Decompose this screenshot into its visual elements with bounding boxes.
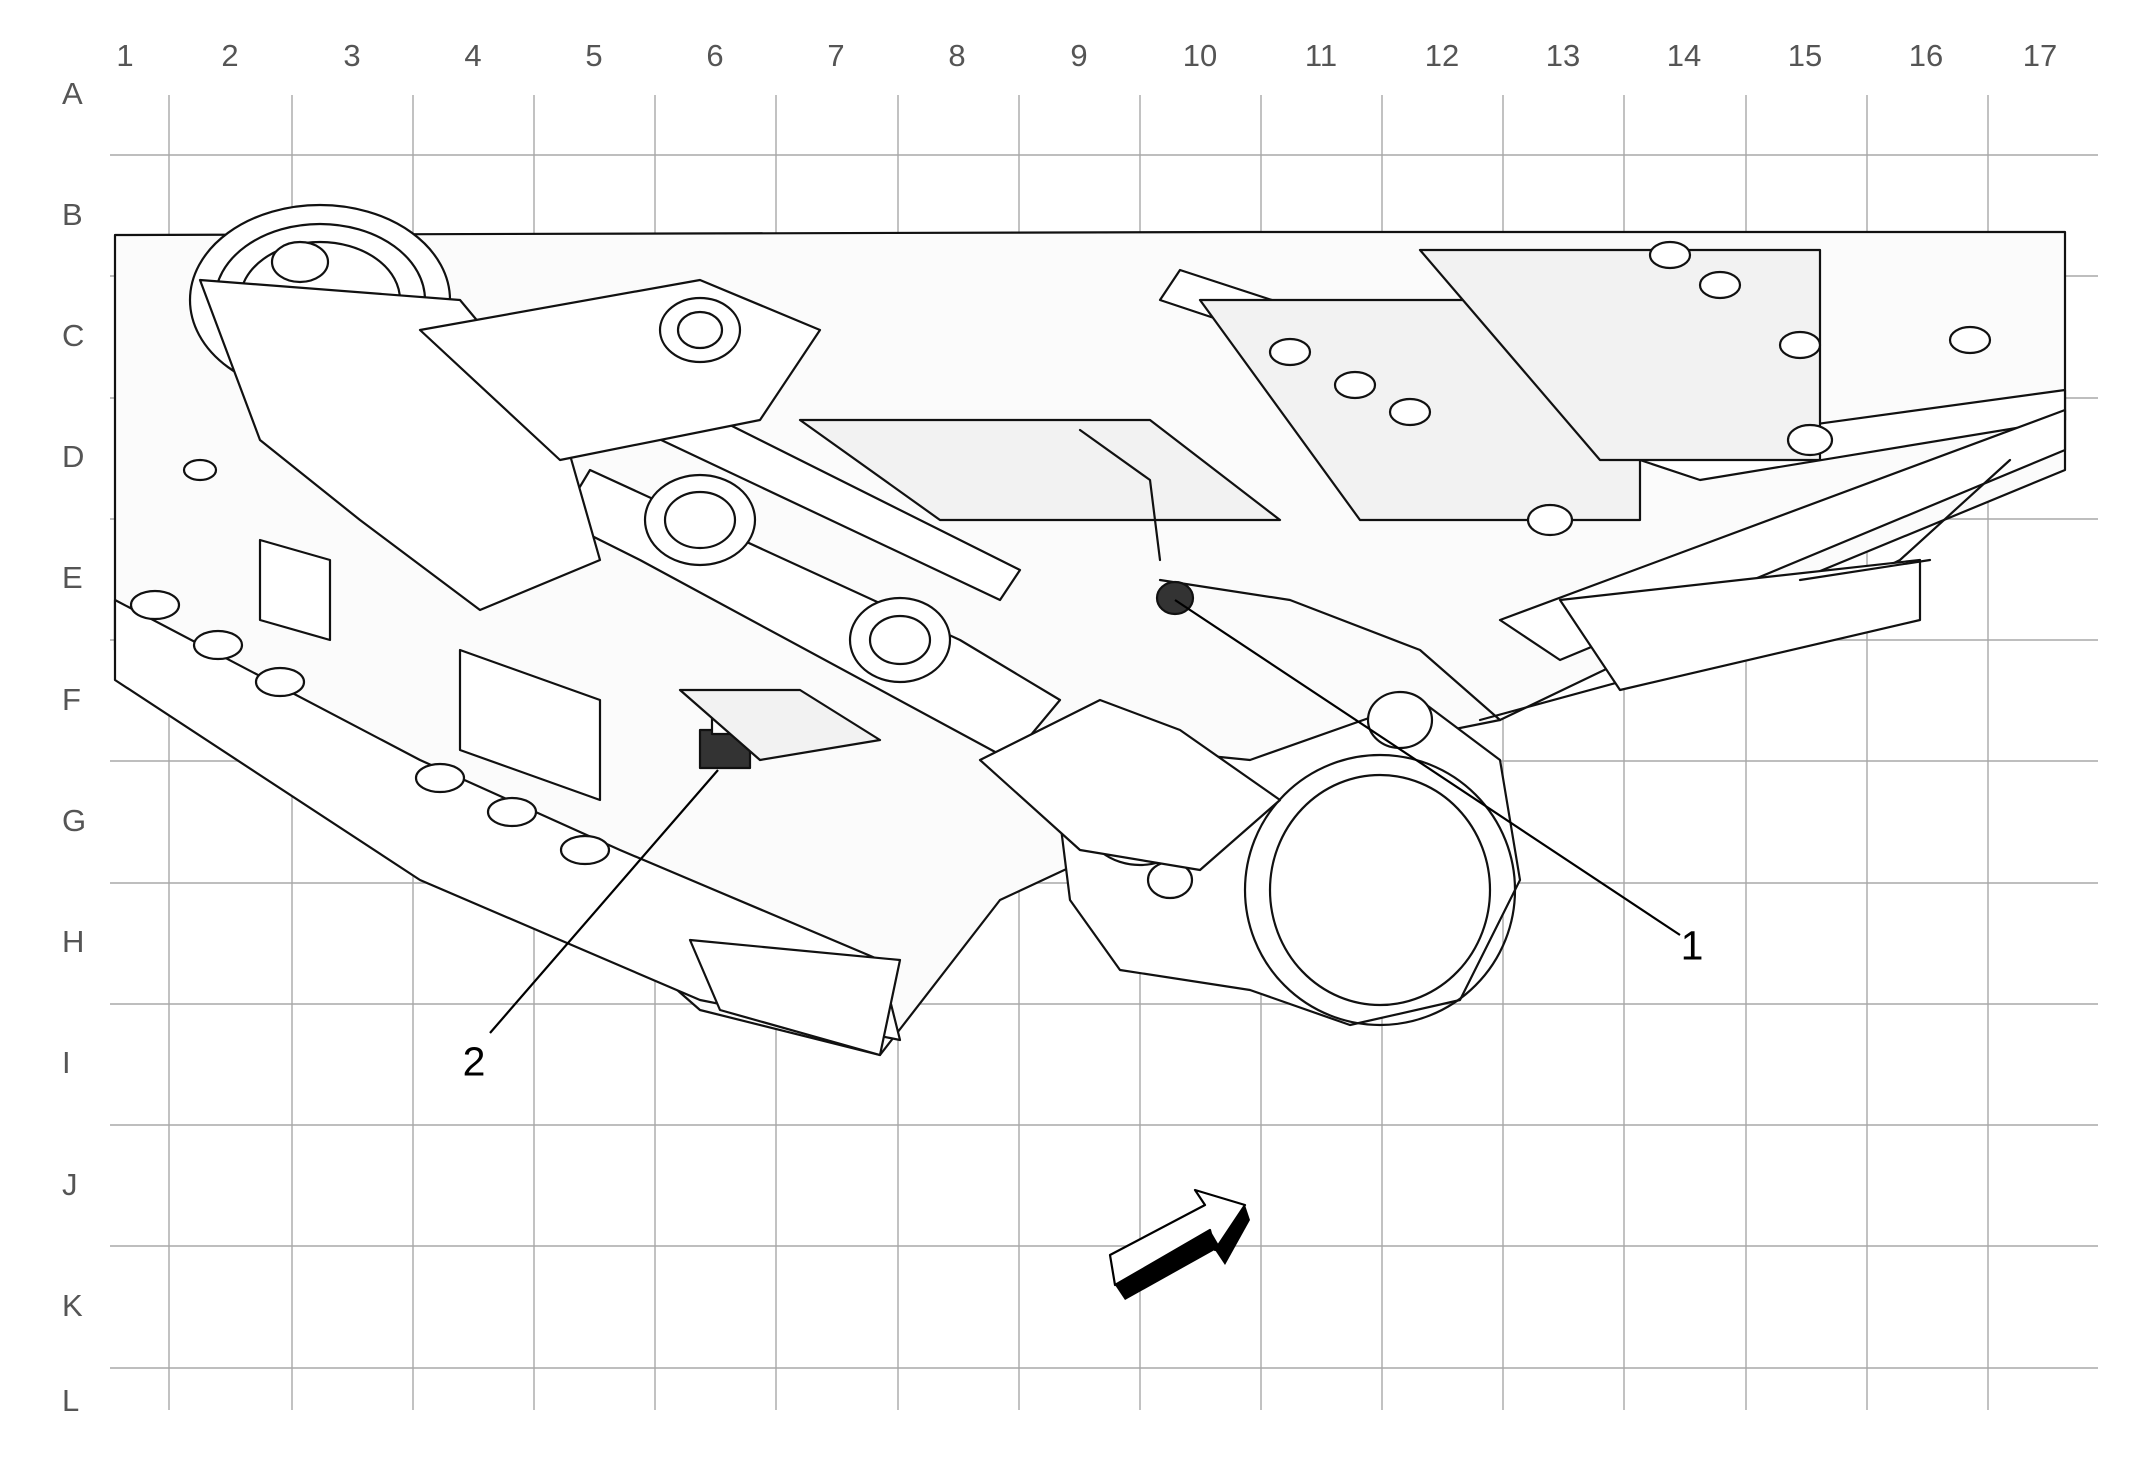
callout-1-label: 1 <box>1680 922 1704 969</box>
grid-row-label: D <box>62 439 85 474</box>
callout-1-leader <box>1174 599 1681 936</box>
grid-row-label: K <box>62 1288 83 1323</box>
grid-column-label: 17 <box>2022 38 2058 73</box>
grid-column-label: 11 <box>1304 38 1338 73</box>
grid-row-label: L <box>62 1383 80 1418</box>
grid-column-label: 16 <box>1908 38 1944 73</box>
forward-direction-arrow-icon <box>1108 1188 1250 1300</box>
grid-row-label: J <box>62 1167 78 1202</box>
grid-row-label: I <box>62 1045 71 1080</box>
grid-column-label: 10 <box>1182 38 1218 73</box>
grid-column-label: 9 <box>1070 38 1088 73</box>
callout-2-label: 2 <box>462 1038 486 1085</box>
grid-row-label: C <box>62 318 85 353</box>
grid-column-label: 1 <box>116 38 134 73</box>
grid-row-label: A <box>62 76 83 111</box>
grid-column-label: 7 <box>827 38 845 73</box>
grid-row-label: H <box>62 924 85 959</box>
grid-row-label: F <box>62 682 81 717</box>
grid-column-label: 2 <box>221 38 239 73</box>
grid-column-label: 14 <box>1666 38 1702 73</box>
grid-column-label: 3 <box>343 38 361 73</box>
callout-2-leader <box>489 769 719 1034</box>
grid-column-label: 13 <box>1545 38 1581 73</box>
grid-column-label: 5 <box>585 38 603 73</box>
grid-column-label: 6 <box>706 38 724 73</box>
grid-column-label: 15 <box>1787 38 1823 73</box>
grid-row-label: E <box>62 560 83 595</box>
grid-row-label: B <box>62 197 83 232</box>
grid-column-label: 12 <box>1424 38 1460 73</box>
grid-row-label: G <box>62 803 87 838</box>
grid-column-label: 8 <box>948 38 966 73</box>
grid-column-label: 4 <box>464 38 482 73</box>
